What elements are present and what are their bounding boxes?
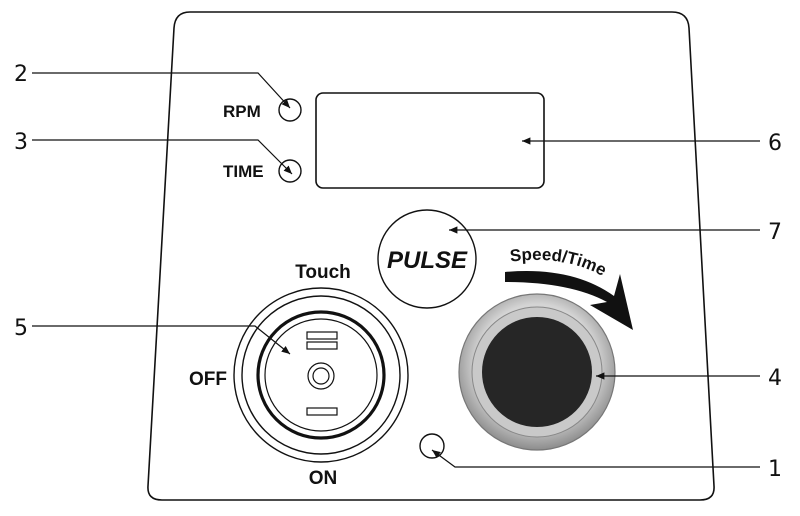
speed-time-knob[interactable] xyxy=(458,293,616,451)
status-indicator-light xyxy=(419,433,445,459)
on-label: ON xyxy=(309,468,338,489)
callout-line-1 xyxy=(431,449,760,468)
callout-line-3 xyxy=(32,139,293,175)
time-label: TIME xyxy=(223,162,264,181)
callout-6: 6 xyxy=(768,131,782,156)
callout-line-5 xyxy=(32,325,291,355)
pulse-label: PULSE xyxy=(387,247,468,274)
callout-5: 5 xyxy=(14,316,28,341)
callout-4: 4 xyxy=(768,366,782,391)
speed-time-arrow-icon xyxy=(505,271,633,330)
switch-bottom-slot xyxy=(306,407,338,416)
callout-3: 3 xyxy=(14,130,28,155)
callout-1: 1 xyxy=(768,457,782,482)
time-indicator-light xyxy=(278,159,302,183)
touch-label: Touch xyxy=(295,262,351,283)
rpm-label: RPM xyxy=(223,102,261,121)
pulse-button[interactable] xyxy=(377,209,477,309)
display-screen xyxy=(315,92,545,189)
switch-top-slot xyxy=(306,331,338,340)
callout-2: 2 xyxy=(14,62,28,87)
callout-7: 7 xyxy=(768,220,782,245)
rpm-indicator-light xyxy=(278,98,302,122)
callout-line-2 xyxy=(32,72,291,109)
off-label: OFF xyxy=(189,369,227,390)
power-switch[interactable] xyxy=(233,287,409,463)
